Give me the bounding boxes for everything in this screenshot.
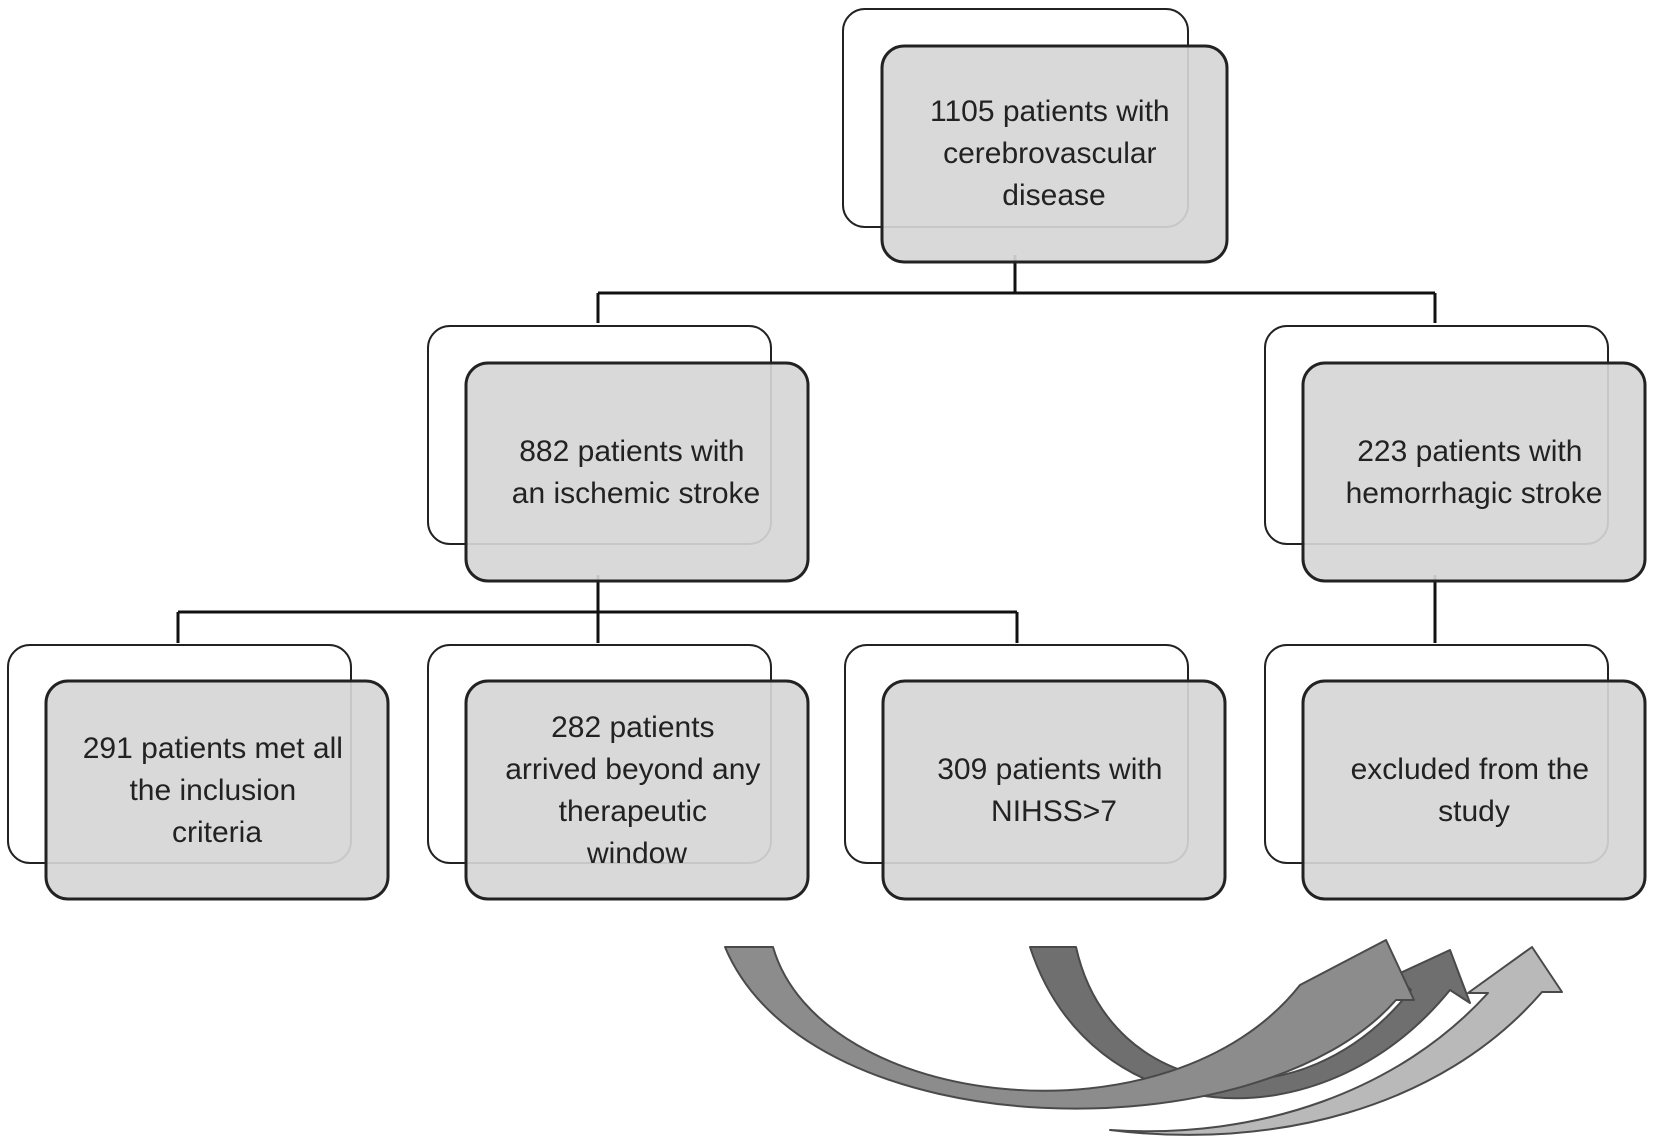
node-total: 1105 patients with cerebrovascular disea… (842, 8, 1229, 264)
node-inclusion-text: 291 patients met all the inclusion crite… (83, 732, 352, 849)
node-beyond-window-line-1: 282 patients (551, 711, 714, 744)
node-nihss-text: 309 patients with NIHSS>7 (937, 753, 1171, 828)
node-hemorrhagic-text: 223 patients with hemorrhagic stroke (1346, 435, 1603, 510)
node-inclusion: 291 patients met all the inclusion crite… (7, 644, 390, 901)
node-ischemic-line-1: 882 patients with (519, 435, 744, 468)
node-beyond-window-text: 282 patients arrived beyond any therapeu… (505, 711, 769, 870)
node-excluded-text: excluded from the study (1351, 753, 1598, 828)
node-inclusion-box (44, 679, 390, 901)
node-total-line-1: 1105 patients with (930, 95, 1170, 128)
node-hemorrhagic-line-1: 223 patients with (1357, 435, 1582, 468)
node-ischemic: 882 patients with an ischemic stroke (427, 325, 810, 583)
node-beyond-window-box (464, 679, 810, 901)
node-ischemic-line-2: an ischemic stroke (512, 477, 760, 510)
node-excluded-line-1: excluded from the (1351, 753, 1589, 786)
node-beyond-window-line-4: window (586, 837, 687, 870)
curved-arrow-left (724, 939, 1415, 1110)
node-beyond-window: 282 patients arrived beyond any therapeu… (427, 644, 810, 901)
node-nihss-box (881, 679, 1227, 901)
node-nihss: 309 patients with NIHSS>7 (844, 644, 1227, 901)
node-ischemic-box (464, 361, 810, 583)
node-inclusion-line-2: the inclusion (129, 774, 296, 807)
curved-arrows (724, 939, 1563, 1136)
node-excluded-box (1301, 679, 1647, 901)
node-beyond-window-line-3: therapeutic (559, 795, 707, 828)
node-ischemic-text: 882 patients with an ischemic stroke (512, 435, 760, 510)
node-total-box (880, 44, 1229, 264)
curved-arrow-middle (1029, 946, 1471, 1100)
connector-ischemic-split (176, 575, 1019, 643)
curved-arrow-right (1109, 946, 1563, 1136)
node-total-line-2: cerebrovascular (943, 137, 1156, 170)
node-hemorrhagic-box (1301, 361, 1647, 583)
node-inclusion-line-1: 291 patients met all (83, 732, 343, 765)
connector-total-split (596, 255, 1437, 323)
node-beyond-window-line-2: arrived beyond any (505, 753, 760, 786)
node-inclusion-line-3: criteria (172, 816, 262, 849)
node-excluded-line-2: study (1438, 795, 1510, 828)
node-total-text: 1105 patients with cerebrovascular disea… (930, 95, 1178, 212)
connectors (176, 255, 1437, 643)
node-total-line-3: disease (1002, 179, 1105, 212)
node-excluded: excluded from the study (1264, 644, 1647, 901)
node-hemorrhagic: 223 patients with hemorrhagic stroke (1264, 325, 1647, 583)
node-hemorrhagic-line-2: hemorrhagic stroke (1346, 477, 1603, 510)
node-nihss-line-2: NIHSS>7 (991, 795, 1117, 828)
node-nihss-line-1: 309 patients with (937, 753, 1162, 786)
